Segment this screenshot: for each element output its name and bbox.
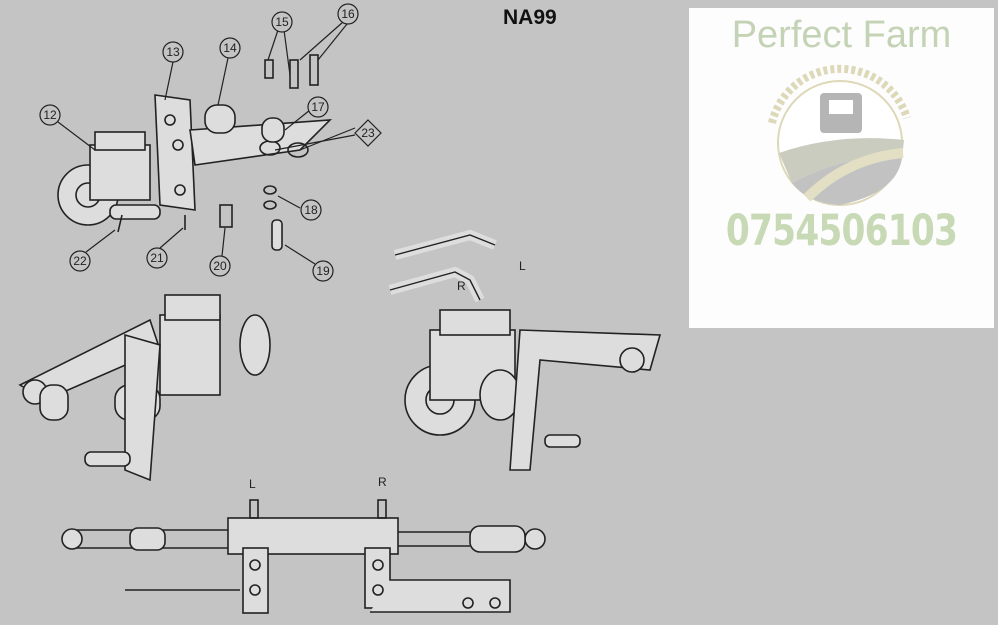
callout-22: 22 [69,250,91,272]
svg-text:20: 20 [213,259,227,273]
svg-text:15: 15 [275,15,289,29]
assembly-left [18,294,271,482]
svg-text:16: 16 [341,7,355,21]
callout-14: 14 [219,37,241,59]
bracket-13 [154,54,333,251]
callout-12: 12 [39,104,61,126]
label-port-l-lower: L [249,477,256,491]
svg-text:23: 23 [361,126,375,140]
callout-15: 15 [271,11,293,33]
label-port-l-upper: L [519,259,526,273]
svg-text:12: 12 [43,108,57,122]
callout-13: 13 [162,41,184,63]
callouts: 12 13 14 15 16 17 18 19 20 21 22 23 [39,3,382,282]
label-port-r-upper: R [457,279,466,293]
svg-text:21: 21 [150,251,164,265]
svg-text:19: 19 [316,264,330,278]
callout-19: 19 [312,260,334,282]
logo-watermark: Perfect Farm 0754506103 [689,8,994,328]
callout-18: 18 [300,199,322,221]
steering-cylinder [61,499,546,614]
tractor-field-emblem [768,64,911,206]
assembly-right [388,229,662,471]
callout-17: 17 [307,96,329,118]
callout-21: 21 [146,247,168,269]
svg-text:22: 22 [73,254,87,268]
svg-text:13: 13 [166,45,180,59]
callout-20: 20 [209,255,231,277]
leader-lines [57,21,356,265]
callout-23: 23 [354,119,382,147]
svg-text:14: 14 [223,41,237,55]
port-labels: L R L R [249,259,526,491]
steering-unit-exploded [57,131,161,233]
brand-name: Perfect Farm [731,14,952,56]
model-title: NA99 [503,6,557,29]
label-port-r-lower: R [378,475,387,489]
svg-text:18: 18 [304,203,318,217]
svg-text:17: 17 [311,100,325,114]
callout-16: 16 [337,3,359,25]
phone-number: 0754506103 [725,206,958,256]
